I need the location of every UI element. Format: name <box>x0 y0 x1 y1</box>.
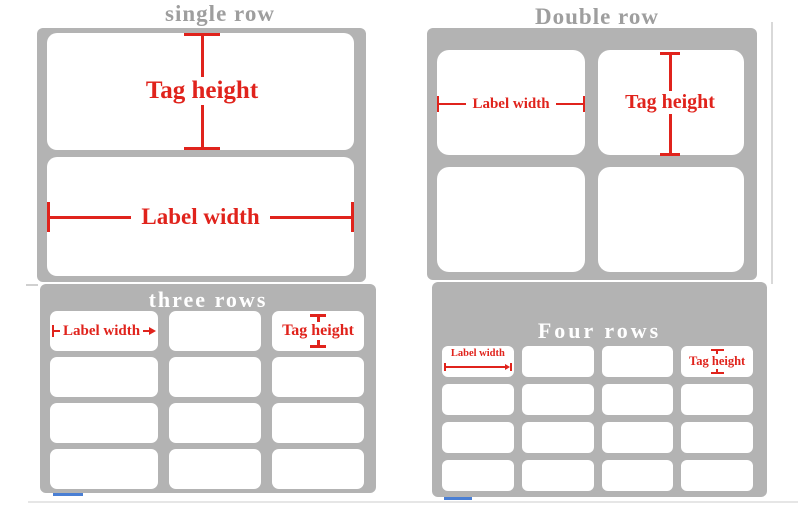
dimension-line <box>716 351 719 354</box>
label-cell: Tag height <box>681 346 753 377</box>
label-cell <box>169 449 262 489</box>
faint-vertical-divider <box>771 22 773 284</box>
label-cell <box>442 384 514 415</box>
small-gray-dash <box>26 284 38 286</box>
blue-underline-mark <box>53 493 83 496</box>
tag-height-dimension-line: Tag height <box>681 346 753 377</box>
label-width-label: Label width <box>63 322 141 339</box>
label-cell <box>169 357 262 397</box>
dimension-cap <box>52 325 54 337</box>
label-cell <box>598 167 744 272</box>
label-grid: Label width Tag height <box>442 346 753 491</box>
label-cell <box>442 460 514 491</box>
label-cell <box>521 384 594 415</box>
tag-height-label: Tag height <box>689 354 746 368</box>
dimension-cap <box>47 202 50 232</box>
label-width-label: Label width <box>141 204 260 229</box>
label-cell <box>442 422 514 453</box>
label-cell <box>601 422 674 453</box>
label-cell <box>601 384 674 415</box>
label-cell: Tag height <box>272 311 364 351</box>
label-cell <box>50 403 159 443</box>
dimension-line <box>439 103 467 105</box>
label-width-dimension-line: Label width <box>52 311 157 351</box>
arrowhead-icon <box>149 327 157 335</box>
dimension-cap <box>509 363 512 371</box>
label-cell: Label width <box>50 311 159 351</box>
faint-bottom-divider <box>28 501 798 503</box>
dimension-cap <box>583 96 586 112</box>
dimension-line <box>54 330 60 332</box>
dimension-line <box>143 330 150 332</box>
double-row-title: Double row <box>535 4 659 29</box>
tag-height-label: Tag height <box>607 91 733 114</box>
dimension-cap <box>184 33 220 36</box>
dimension-cap <box>184 147 220 150</box>
dimension-cap <box>437 96 439 112</box>
label-cell: Label width <box>442 346 514 377</box>
four-rows-title: Four rows <box>537 318 662 343</box>
single-row-panel: Tag height Label width <box>37 28 366 282</box>
label-cell <box>169 311 262 351</box>
dimension-cap <box>444 363 446 371</box>
dimension-line <box>555 103 584 105</box>
dimension-line <box>50 215 132 219</box>
dimension-cap <box>660 153 680 156</box>
label-width-dimension-line <box>444 363 512 371</box>
label-cell <box>521 346 594 377</box>
dimension-cap <box>710 349 724 351</box>
label-width-label: Label width <box>472 95 550 112</box>
blue-underline-mark <box>444 497 472 500</box>
label-width-label: Label width <box>450 348 505 359</box>
label-grid: Label width Tag height <box>50 311 364 489</box>
dimension-line <box>716 369 719 372</box>
dimension-cap <box>351 202 355 232</box>
tag-height-label: Tag height <box>282 322 354 339</box>
dimension-cap <box>310 345 327 348</box>
label-cell <box>681 460 753 491</box>
label-cell <box>681 422 753 453</box>
label-cell <box>272 357 364 397</box>
label-cell <box>437 50 585 155</box>
label-cell <box>601 460 674 491</box>
label-cell <box>437 167 585 272</box>
dimension-line <box>446 366 505 368</box>
dimension-cap <box>660 52 680 55</box>
dimension-line <box>316 340 320 345</box>
dimension-line <box>316 317 320 322</box>
label-cell <box>272 449 364 489</box>
single-row-title: single row <box>165 1 275 26</box>
dimension-line <box>269 215 352 219</box>
four-rows-panel: Four rows Label width Tag height <box>432 282 767 497</box>
arrowhead-icon <box>504 364 510 370</box>
three-rows-panel: three rows Label width Tag height <box>40 284 376 493</box>
label-width-dimension-line: Label width <box>47 202 355 232</box>
label-cell <box>681 384 753 415</box>
dimension-cap <box>710 372 724 374</box>
dimension-cap <box>310 314 327 317</box>
tag-height-label: Tag height <box>132 77 272 105</box>
three-rows-title: three rows <box>148 287 268 312</box>
label-cell <box>272 403 364 443</box>
label-cell <box>601 346 674 377</box>
label-cell <box>169 403 262 443</box>
label-cell <box>521 460 594 491</box>
label-cell <box>521 422 594 453</box>
label-cell <box>50 357 159 397</box>
label-width-dimension-line: Label width <box>437 95 586 112</box>
label-cell <box>50 449 159 489</box>
tag-height-dimension-line: Tag height <box>272 311 364 351</box>
double-row-panel: Label width Tag height <box>427 28 757 280</box>
